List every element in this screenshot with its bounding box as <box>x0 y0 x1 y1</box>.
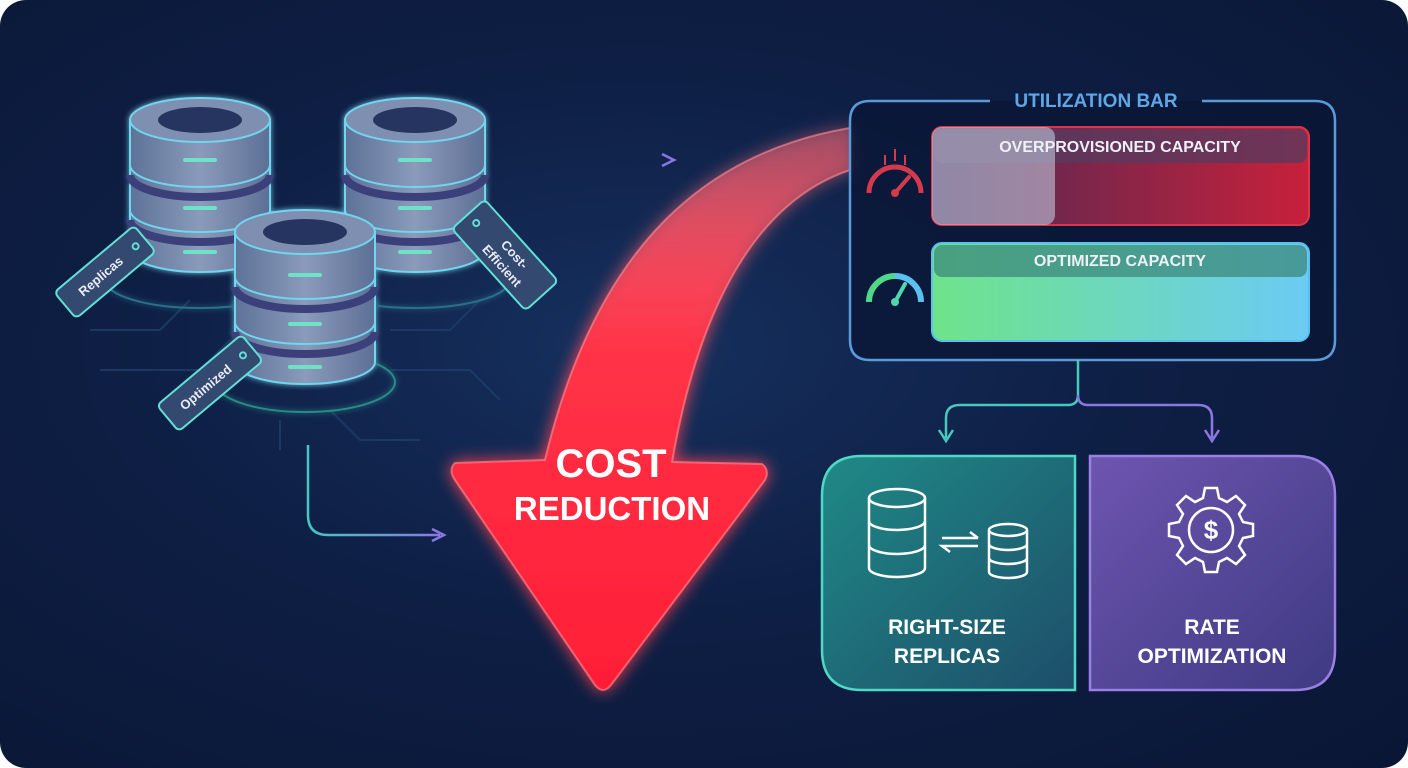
utilization-title: UTILIZATION BAR <box>1014 91 1178 112</box>
optimized-bar: OPTIMIZED CAPACITY <box>931 242 1310 342</box>
card-right-size-line1: RIGHT-SIZE <box>888 616 1006 639</box>
card-rate-line2: OPTIMIZATION <box>1138 645 1287 668</box>
tag-optimized: Optimized <box>157 335 263 431</box>
card-right-size-line2: REPLICAS <box>894 645 1000 668</box>
optimal-gauge-icon <box>866 273 924 306</box>
utilization-panel: UTILIZATION BAR OVERPROVISIONED CAPACITY… <box>848 91 1337 362</box>
tag-cost-efficient: Cost- Efficient <box>452 200 558 310</box>
reduction-label: REDUCTION <box>514 490 710 527</box>
svg-text:$: $ <box>1204 515 1219 545</box>
database-icon <box>214 209 396 413</box>
card-right-size-replicas: RIGHT-SIZE REPLICAS <box>820 454 1077 692</box>
cost-reduction-arrow <box>450 126 851 691</box>
database-resize-icon <box>867 487 1029 580</box>
high-gauge-icon <box>866 149 924 197</box>
card-rate-optimization: $ RATE OPTIMIZATION <box>1088 454 1337 692</box>
overprovisioned-bar: OVERPROVISIONED CAPACITY <box>931 126 1310 226</box>
overprovisioned-label: OVERPROVISIONED CAPACITY <box>999 139 1241 156</box>
card-rate-line1: RATE <box>1184 616 1240 639</box>
dollar-gear-icon: $ <box>1167 486 1255 574</box>
tag-replicas: Replicas <box>55 226 155 318</box>
used-capacity-fill <box>932 127 1055 225</box>
database-cluster <box>104 97 511 413</box>
flow-arrow-top <box>512 152 677 168</box>
optimized-label: OPTIMIZED CAPACITY <box>1034 253 1206 270</box>
circuit-lines <box>90 299 501 450</box>
flow-arrow-bottom <box>306 445 447 543</box>
cost-label: COST <box>555 442 666 486</box>
branch-connector <box>937 360 1221 444</box>
